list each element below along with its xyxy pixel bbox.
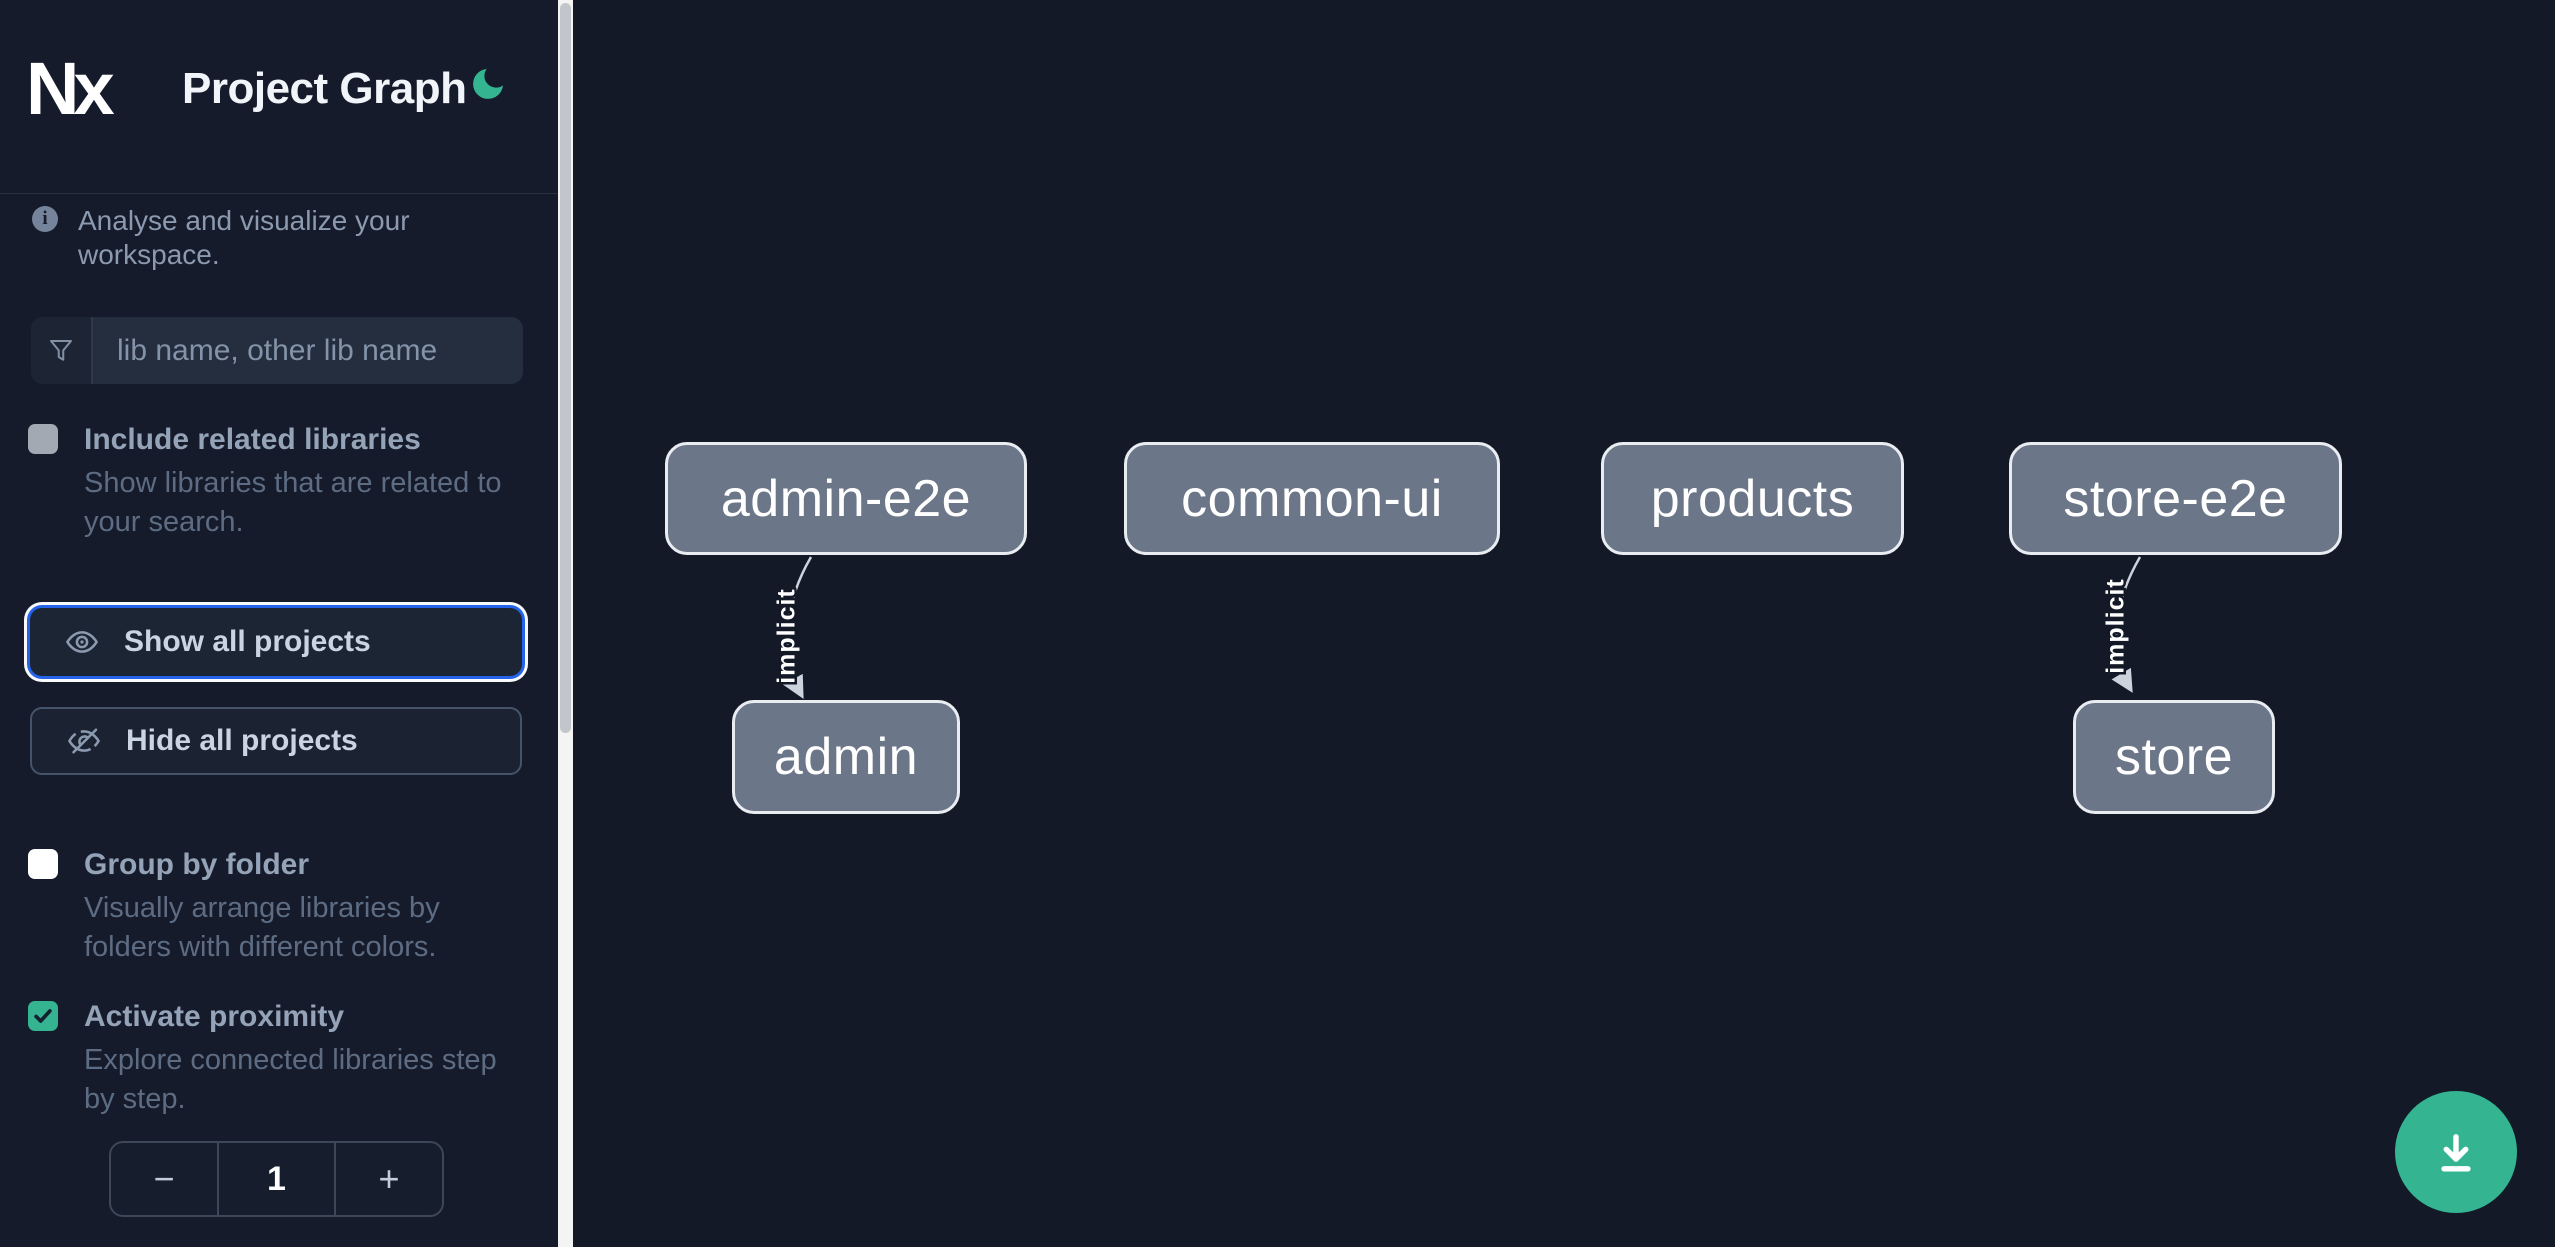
include-related-option: Include related libraries Show libraries…: [28, 424, 528, 542]
sidebar-scrollbar-track: [558, 0, 573, 1247]
project-graph-canvas[interactable]: implicit implicit admin-e2e common-ui pr…: [573, 0, 2555, 1247]
eye-slash-icon: [67, 728, 101, 754]
sidebar: Nx Project Graph i Analyse and visualize…: [0, 0, 558, 1247]
sidebar-header: Nx Project Graph: [0, 0, 558, 194]
download-icon: [2441, 1134, 2471, 1172]
group-by-folder-checkbox[interactable]: [28, 849, 58, 879]
activate-proximity-label[interactable]: Activate proximity: [84, 1000, 345, 1033]
activate-proximity-description: Explore connected libraries step by step…: [84, 1044, 497, 1115]
include-related-description: Show libraries that are related to your …: [84, 467, 502, 538]
proximity-depth-stepper: − 1 +: [109, 1141, 444, 1217]
download-graph-button[interactable]: [2395, 1091, 2517, 1213]
hide-all-projects-button[interactable]: Hide all projects: [30, 707, 522, 775]
theme-toggle-button[interactable]: [468, 64, 508, 104]
filter-icon-cell: [31, 317, 93, 384]
graph-node-common-ui[interactable]: common-ui: [1124, 442, 1500, 555]
info-icon: i: [32, 206, 58, 232]
proximity-depth-value: 1: [217, 1143, 336, 1215]
proximity-increment-button[interactable]: +: [336, 1143, 442, 1215]
funnel-icon: [50, 339, 72, 361]
graph-node-admin-e2e[interactable]: admin-e2e: [665, 442, 1027, 555]
show-all-projects-button[interactable]: Show all projects: [30, 608, 522, 676]
filter-input[interactable]: [93, 317, 523, 384]
hide-all-projects-label: Hide all projects: [126, 724, 358, 757]
include-related-checkbox[interactable]: [28, 424, 58, 454]
graph-node-store[interactable]: store: [2073, 700, 2275, 814]
check-icon: [34, 1009, 52, 1023]
intro-text: Analyse and visualize your workspace.: [78, 205, 410, 270]
moon-icon: [473, 69, 503, 99]
nx-logo: Nx: [26, 47, 115, 130]
include-related-label[interactable]: Include related libraries: [84, 423, 421, 456]
page-title: Project Graph: [182, 64, 467, 113]
sidebar-scrollbar-thumb[interactable]: [560, 3, 571, 733]
group-by-folder-option: Group by folder Visually arrange librari…: [28, 849, 528, 967]
intro-row: i Analyse and visualize your workspace.: [32, 204, 532, 272]
graph-node-admin[interactable]: admin: [732, 700, 960, 814]
filter-input-group: [31, 317, 523, 384]
graph-edges-layer: implicit implicit: [770, 556, 2142, 699]
group-by-folder-description: Visually arrange libraries by folders wi…: [84, 892, 440, 963]
edge-admin-e2e-to-admin: [782, 556, 813, 699]
group-by-folder-label[interactable]: Group by folder: [84, 848, 309, 881]
edge-label-implicit-2: implicit: [2102, 578, 2130, 674]
proximity-decrement-button[interactable]: −: [111, 1143, 217, 1215]
edge-store-e2e-to-store: [2111, 556, 2142, 693]
show-all-projects-label: Show all projects: [124, 625, 371, 658]
edge-label-implicit-1: implicit: [773, 588, 801, 684]
activate-proximity-option: Activate proximity Explore connected lib…: [28, 1001, 528, 1119]
graph-node-products[interactable]: products: [1601, 442, 1904, 555]
graph-node-store-e2e[interactable]: store-e2e: [2009, 442, 2342, 555]
activate-proximity-checkbox[interactable]: [28, 1001, 58, 1031]
eye-icon: [65, 631, 99, 653]
